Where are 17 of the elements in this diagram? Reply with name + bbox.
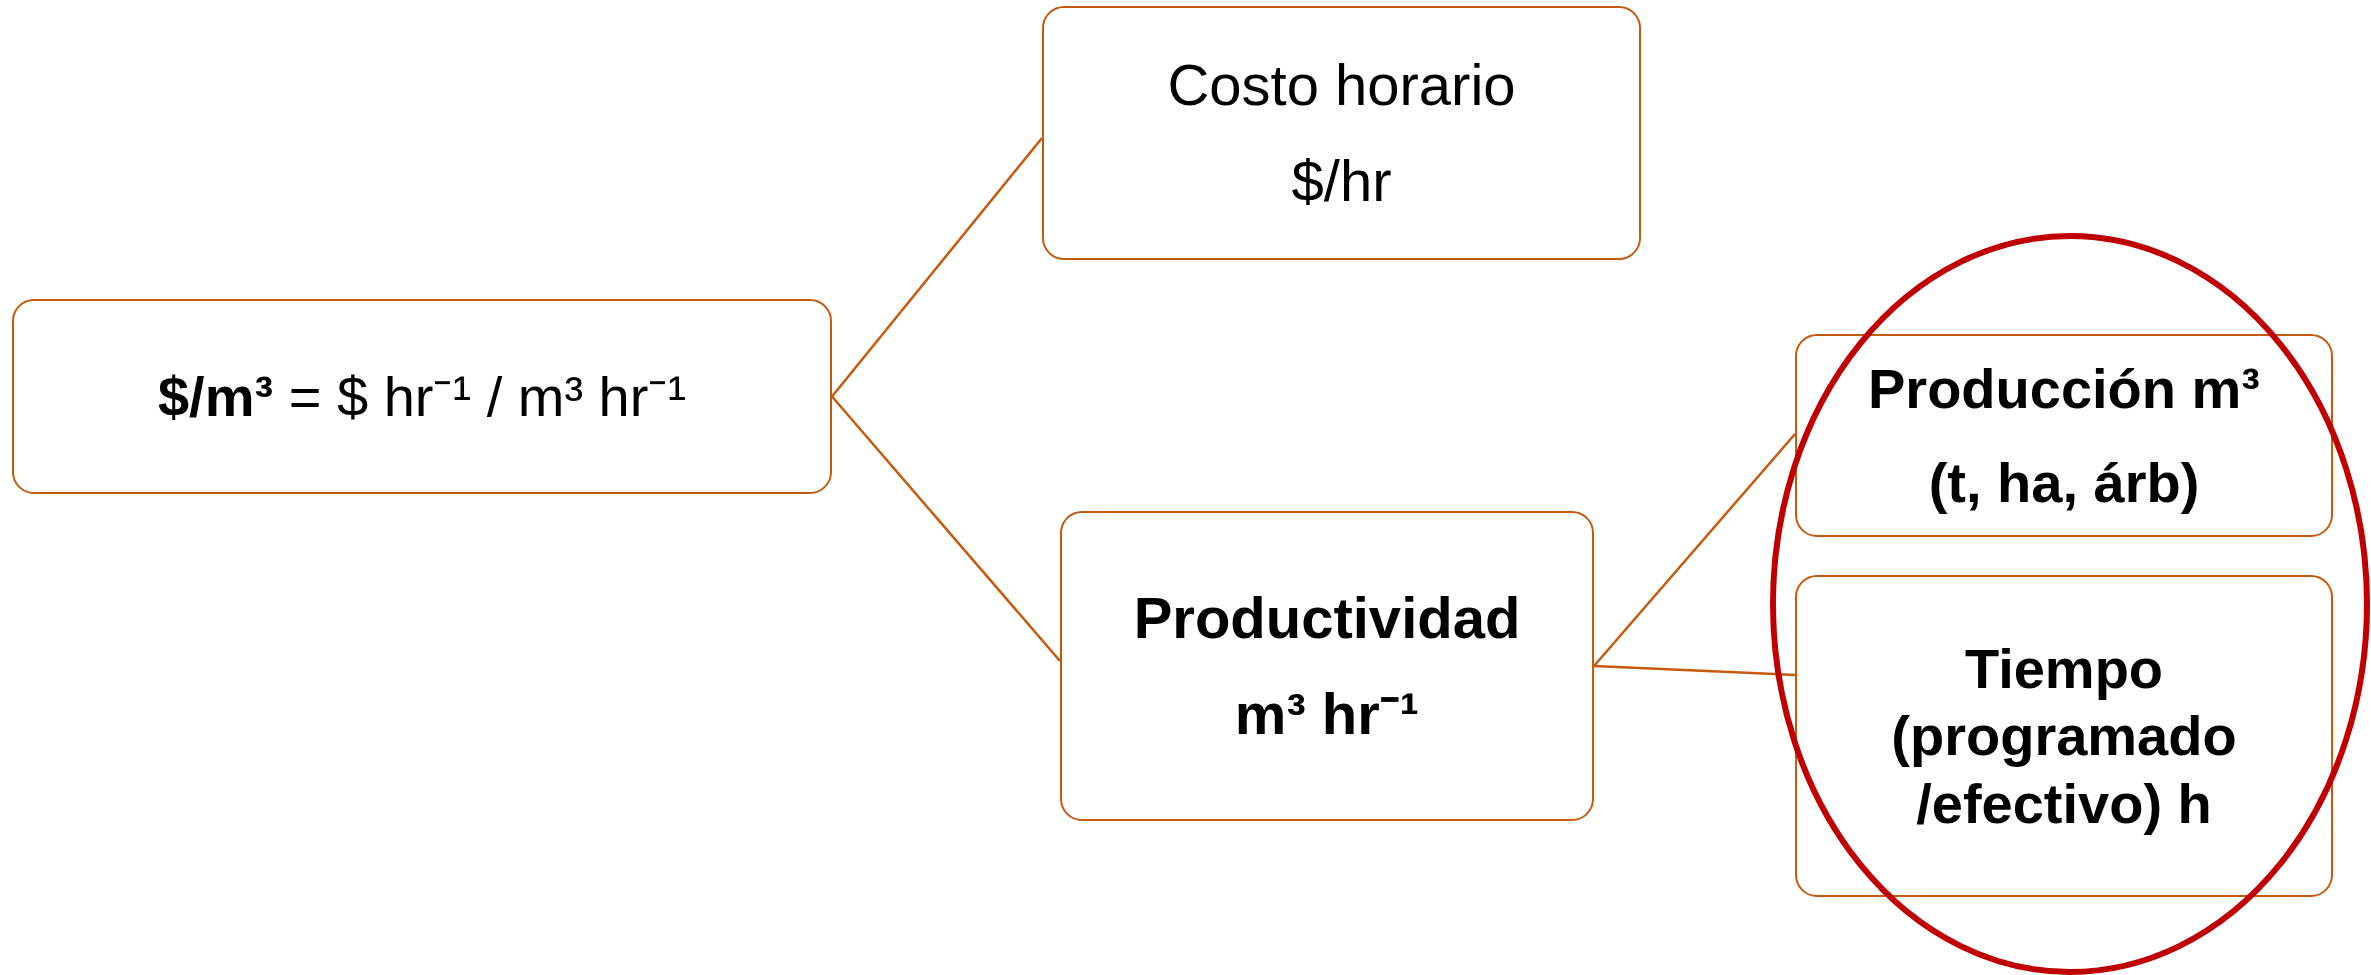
- connector-line: [1593, 433, 1796, 667]
- process-box: [1795, 575, 2333, 897]
- process-box: [1795, 334, 2333, 537]
- connector-line: [1593, 664, 1796, 677]
- box-text: Costo horario: [1167, 51, 1516, 120]
- box-text: Productividad: [1133, 584, 1521, 653]
- box-text: $/m³ = $ hr⁻¹ / m³ hr⁻¹: [157, 363, 687, 430]
- box-text: Producción m³: [1868, 356, 2260, 423]
- box-text: m³ hr⁻¹: [1234, 680, 1420, 748]
- process-box: [1060, 511, 1594, 821]
- process-box: [1042, 6, 1641, 260]
- connector-line: [831, 137, 1043, 398]
- connector-line: [831, 395, 1061, 662]
- box-text: Tiempo (programado /efectivo) h: [1890, 636, 2238, 837]
- process-box: [12, 299, 832, 494]
- box-text: (t, ha, árb): [1928, 449, 2200, 516]
- box-text: $/hr: [1291, 147, 1392, 215]
